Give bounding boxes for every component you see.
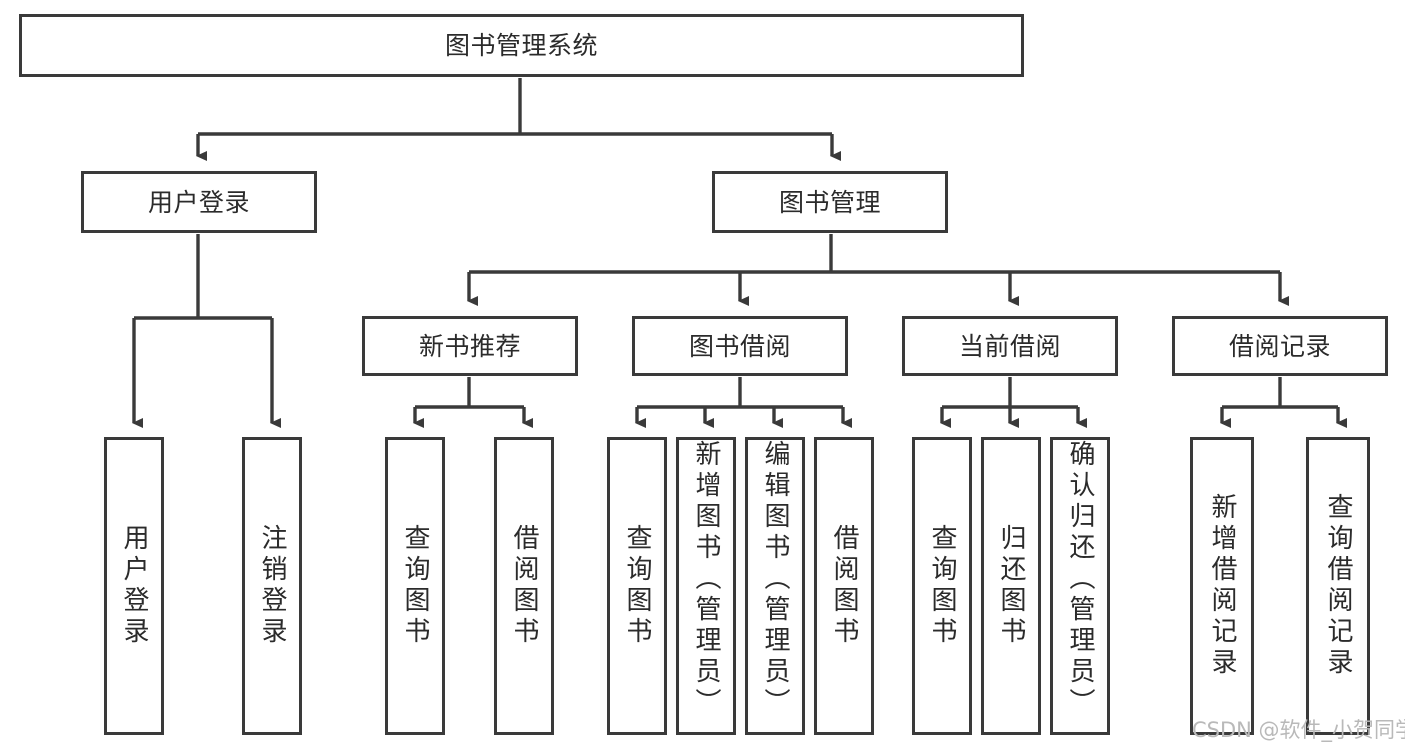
leaf-user-login-label: 用户登录 [119, 524, 149, 648]
leaf-query-borrow-record-label: 查询借阅记录 [1323, 493, 1353, 679]
node-book-borrow-label: 图书借阅 [688, 331, 791, 361]
node-new-book-recommend-label: 新书推荐 [418, 331, 521, 361]
leaf-edit-book-admin-label: 编辑图书（管理员） [760, 440, 790, 719]
leaf-return-book[interactable]: 归还图书 [981, 437, 1041, 735]
node-book-manage[interactable]: 图书管理 [712, 171, 948, 233]
leaf-logout-login-label: 注销登录 [257, 524, 287, 648]
leaf-user-login[interactable]: 用户登录 [104, 437, 164, 735]
leaf-add-borrow-record[interactable]: 新增借阅记录 [1190, 437, 1254, 735]
leaf-borrow-book-1[interactable]: 借阅图书 [494, 437, 554, 735]
node-new-book-recommend[interactable]: 新书推荐 [362, 316, 578, 376]
node-root-label: 图书管理系统 [444, 31, 598, 60]
leaf-confirm-return-admin[interactable]: 确认归还（管理员） [1050, 437, 1110, 735]
node-book-manage-label: 图书管理 [778, 187, 881, 217]
watermark: CSDN @软件_小贺同学 [1192, 718, 1405, 742]
leaf-return-book-label: 归还图书 [996, 524, 1026, 648]
leaf-query-book-1[interactable]: 查询图书 [385, 437, 445, 735]
leaf-query-book-2-label: 查询图书 [622, 524, 652, 648]
leaf-query-book-1-label: 查询图书 [400, 524, 430, 648]
node-current-borrow-label: 当前借阅 [958, 331, 1061, 361]
leaf-logout-login[interactable]: 注销登录 [242, 437, 302, 735]
leaf-add-borrow-record-label: 新增借阅记录 [1207, 493, 1237, 679]
leaf-borrow-book-2[interactable]: 借阅图书 [814, 437, 874, 735]
node-borrow-record-label: 借阅记录 [1228, 331, 1331, 361]
leaf-query-book-2[interactable]: 查询图书 [607, 437, 667, 735]
leaf-query-book-3[interactable]: 查询图书 [912, 437, 972, 735]
node-current-borrow[interactable]: 当前借阅 [902, 316, 1118, 376]
node-user-login[interactable]: 用户登录 [81, 171, 317, 233]
leaf-edit-book-admin[interactable]: 编辑图书（管理员） [745, 437, 805, 735]
node-book-borrow[interactable]: 图书借阅 [632, 316, 848, 376]
leaf-add-book-admin-label: 新增图书（管理员） [691, 440, 721, 719]
leaf-query-book-3-label: 查询图书 [927, 524, 957, 648]
leaf-confirm-return-admin-label: 确认归还（管理员） [1065, 440, 1095, 719]
leaf-borrow-book-1-label: 借阅图书 [509, 524, 539, 648]
node-user-login-label: 用户登录 [147, 187, 250, 217]
node-root[interactable]: 图书管理系统 [19, 14, 1024, 77]
leaf-query-borrow-record[interactable]: 查询借阅记录 [1306, 437, 1370, 735]
leaf-borrow-book-2-label: 借阅图书 [829, 524, 859, 648]
leaf-add-book-admin[interactable]: 新增图书（管理员） [676, 437, 736, 735]
node-borrow-record[interactable]: 借阅记录 [1172, 316, 1388, 376]
